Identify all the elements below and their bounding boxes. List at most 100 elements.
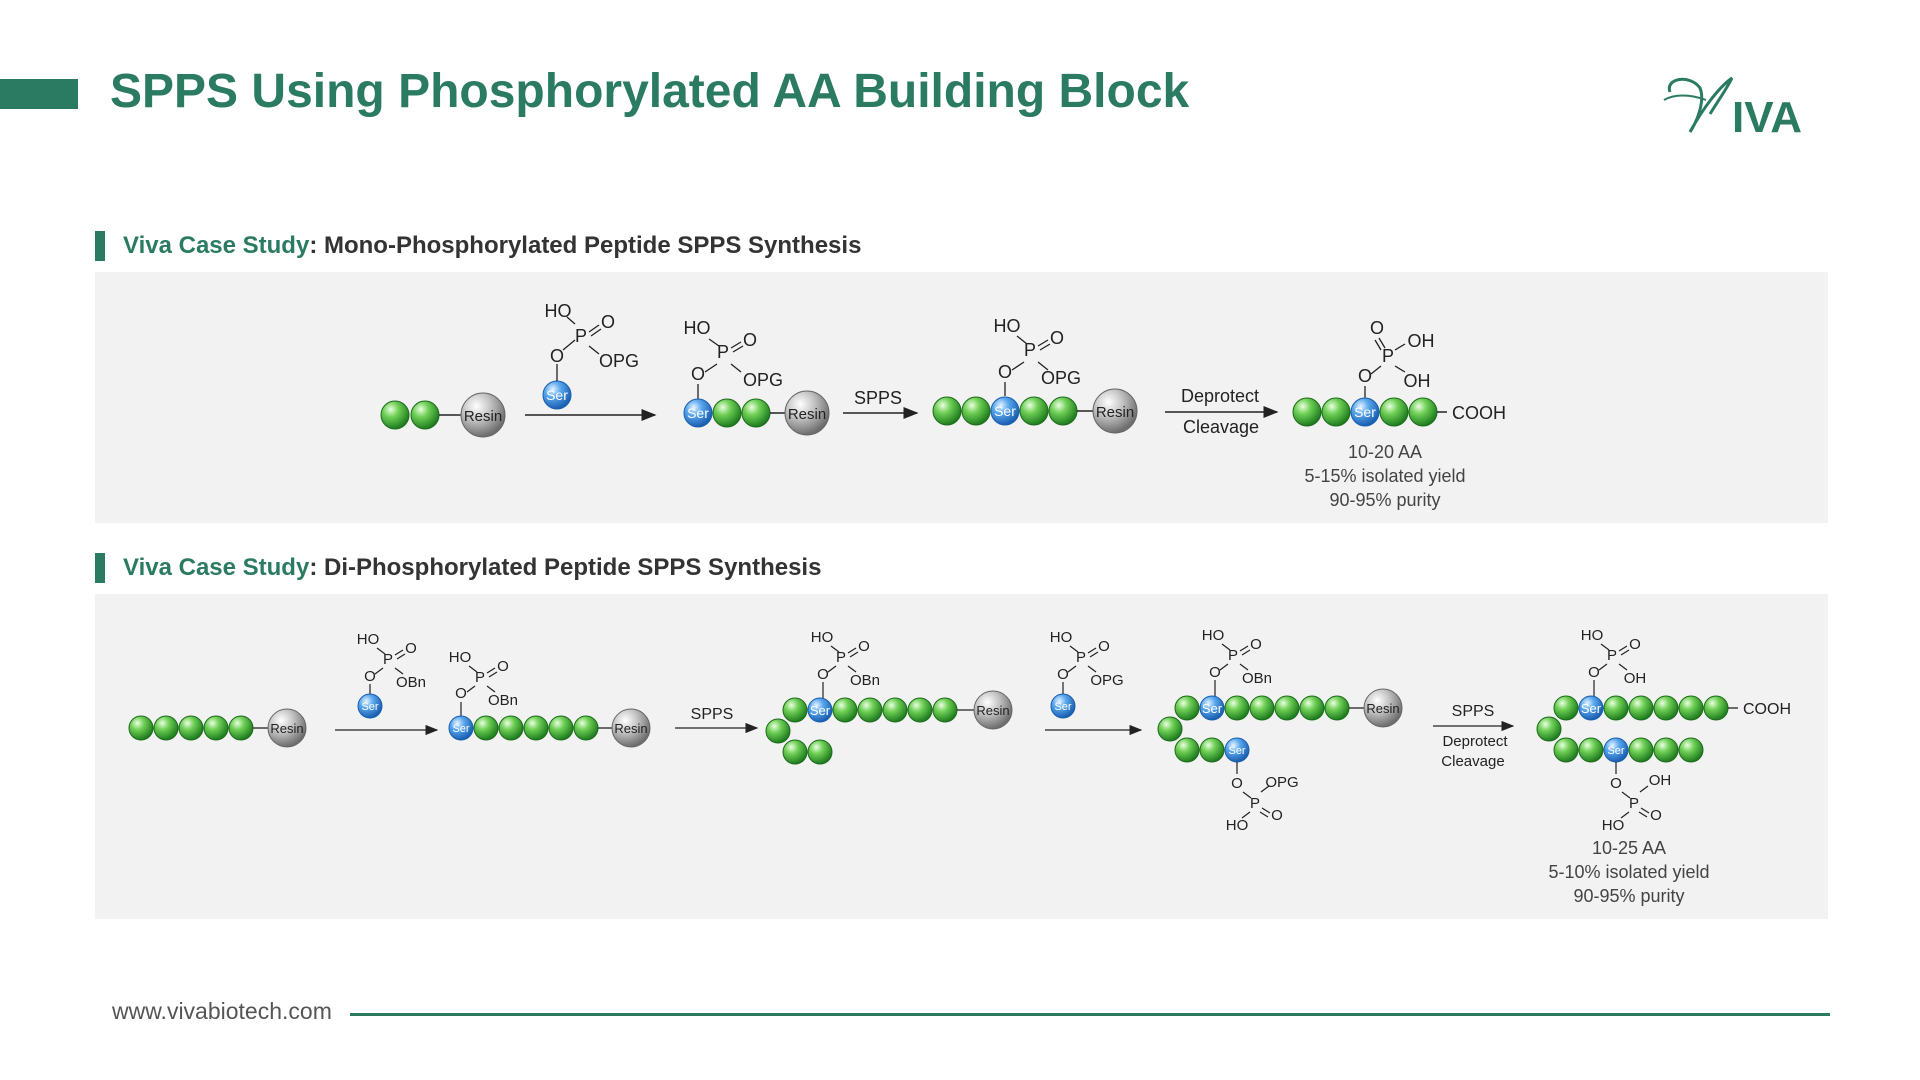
svg-text:P: P	[717, 342, 729, 362]
green-bead	[1678, 737, 1704, 763]
svg-text:Ser: Ser	[687, 405, 709, 421]
title-accent-bar	[0, 79, 78, 109]
svg-text:HO: HO	[994, 316, 1021, 336]
svg-text:Ser: Ser	[810, 703, 831, 718]
section1-panel: Resin Ser O P HO O OPG HO P O	[95, 272, 1828, 523]
green-bead	[1703, 695, 1729, 721]
svg-text:P: P	[1629, 795, 1639, 812]
green-bead	[1199, 737, 1225, 763]
svg-text:Ser: Ser	[1054, 701, 1071, 713]
green-bead	[1174, 695, 1200, 721]
green-bead	[741, 398, 771, 428]
svg-text:COOH: COOH	[1452, 403, 1506, 423]
green-bead	[1048, 396, 1078, 426]
green-bead	[782, 697, 808, 723]
section2-heading-highlight: Viva Case Study	[123, 554, 310, 581]
ser-bead	[683, 398, 713, 428]
arrow3-label-top: Deprotect	[1181, 386, 1259, 406]
svg-text:O: O	[1358, 366, 1372, 386]
section2-heading: Viva Case Study: Di-Phosphorylated Pepti…	[95, 553, 821, 583]
svg-text:P: P	[1250, 795, 1260, 812]
green-bead	[932, 697, 958, 723]
svg-text:O: O	[1650, 807, 1662, 824]
elongated-ser-resin: HO P O O OPG Ser Resin	[932, 316, 1138, 434]
svg-text:IVA: IVA	[1732, 93, 1802, 140]
mono-phospho-scheme: Resin Ser O P HO O OPG HO P O	[380, 301, 1506, 510]
svg-text:O: O	[998, 362, 1012, 382]
section1-heading-text: : Mono-Phosphorylated Peptide SPPS Synth…	[309, 232, 862, 259]
green-bead	[1628, 737, 1654, 763]
green-bead	[1224, 695, 1250, 721]
di-phospho-peptide-product: HO P O O OH Ser COOH Ser	[1536, 627, 1791, 834]
ser-bead	[1350, 397, 1380, 427]
resin-bead	[1092, 388, 1138, 434]
resin-bead	[784, 390, 830, 436]
mono-phospho-peptide-product: O P OH O OH Ser COOH	[1292, 318, 1506, 427]
svg-text:O: O	[1057, 666, 1069, 683]
arrow2-label: SPPS	[854, 388, 902, 408]
resin-bead	[611, 708, 651, 748]
resin-label: Resin	[464, 408, 502, 425]
result-purity: 90-95% purity	[1329, 490, 1440, 510]
ser-bead	[1050, 693, 1076, 719]
svg-text:OPG: OPG	[1090, 672, 1123, 689]
svg-text:COOH: COOH	[1743, 701, 1791, 718]
green-bead	[1653, 695, 1679, 721]
footer-url[interactable]: www.vivabiotech.com	[112, 998, 332, 1024]
svg-text:OH: OH	[1408, 331, 1435, 351]
svg-text:HO: HO	[811, 629, 834, 646]
green-bead	[1678, 695, 1704, 721]
svg-text:P: P	[475, 669, 485, 686]
section2-panel: Resin HO P O O OBn Ser HO P O	[95, 594, 1828, 919]
phospho-ser-building-block: Ser O P HO O OPG	[542, 301, 639, 410]
svg-text:HO: HO	[1050, 629, 1073, 646]
arrow2-label: SPPS	[691, 706, 734, 723]
green-bead	[832, 697, 858, 723]
svg-text:O: O	[858, 638, 870, 655]
svg-text:HO: HO	[545, 301, 572, 321]
svg-text:Ser: Ser	[1228, 745, 1245, 757]
green-bead	[1536, 716, 1562, 742]
green-bead	[1628, 695, 1654, 721]
svg-text:OH: OH	[1649, 772, 1672, 789]
svg-text:P: P	[1076, 649, 1086, 666]
svg-text:O: O	[1629, 636, 1641, 653]
start-resin-peptide: Resin	[128, 708, 307, 748]
green-bead	[1292, 397, 1322, 427]
svg-text:OH: OH	[1624, 670, 1647, 687]
svg-text:P: P	[1228, 647, 1238, 664]
resin-bead	[1363, 688, 1403, 728]
svg-text:Ser: Ser	[452, 723, 469, 735]
svg-text:Resin: Resin	[1096, 404, 1134, 421]
green-bead	[857, 697, 883, 723]
result-yield: 5-15% isolated yield	[1304, 466, 1465, 486]
green-bead	[1408, 397, 1438, 427]
svg-text:O: O	[1050, 328, 1064, 348]
section2-heading-text: : Di-Phosphorylated Peptide SPPS Synthes…	[309, 554, 822, 581]
phospho-ser-obn-block: HO P O O OBn Ser	[357, 631, 426, 719]
green-bead	[498, 715, 524, 741]
svg-text:Resin: Resin	[1366, 701, 1399, 716]
green-bead	[128, 715, 154, 741]
ser-bead	[1578, 695, 1604, 721]
svg-text:O: O	[550, 346, 564, 366]
green-bead	[1174, 737, 1200, 763]
svg-text:O: O	[1370, 318, 1384, 338]
svg-text:O: O	[1209, 664, 1221, 681]
svg-text:Resin: Resin	[614, 721, 647, 736]
elongated-branched-resin: HO P O O OBn Ser Resin	[765, 629, 1013, 765]
svg-text:OPG: OPG	[599, 351, 639, 371]
svg-text:P: P	[1382, 346, 1394, 366]
green-bead	[1578, 737, 1604, 763]
green-bead	[932, 396, 962, 426]
svg-text:P: P	[1024, 340, 1036, 360]
green-bead	[380, 400, 410, 430]
svg-text:P: P	[383, 651, 393, 668]
svg-text:OPG: OPG	[1265, 774, 1298, 791]
svg-text:Ser: Ser	[1354, 404, 1376, 420]
result-yield: 5-10% isolated yield	[1548, 862, 1709, 882]
svg-text:HO: HO	[357, 631, 380, 648]
intermediate-ser-resin: HO P O O OBn Ser Resin	[448, 649, 651, 748]
green-bead	[1249, 695, 1275, 721]
svg-text:O: O	[1610, 775, 1622, 792]
